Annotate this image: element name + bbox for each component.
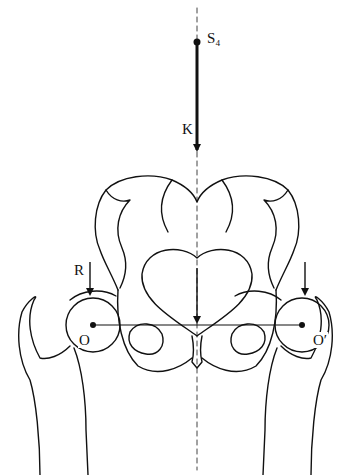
point-label: O′ — [312, 332, 328, 348]
point-label: O — [78, 332, 91, 348]
point-label: S₄ — [206, 30, 222, 46]
force-label: R — [73, 262, 85, 278]
force-label: K — [181, 121, 194, 137]
